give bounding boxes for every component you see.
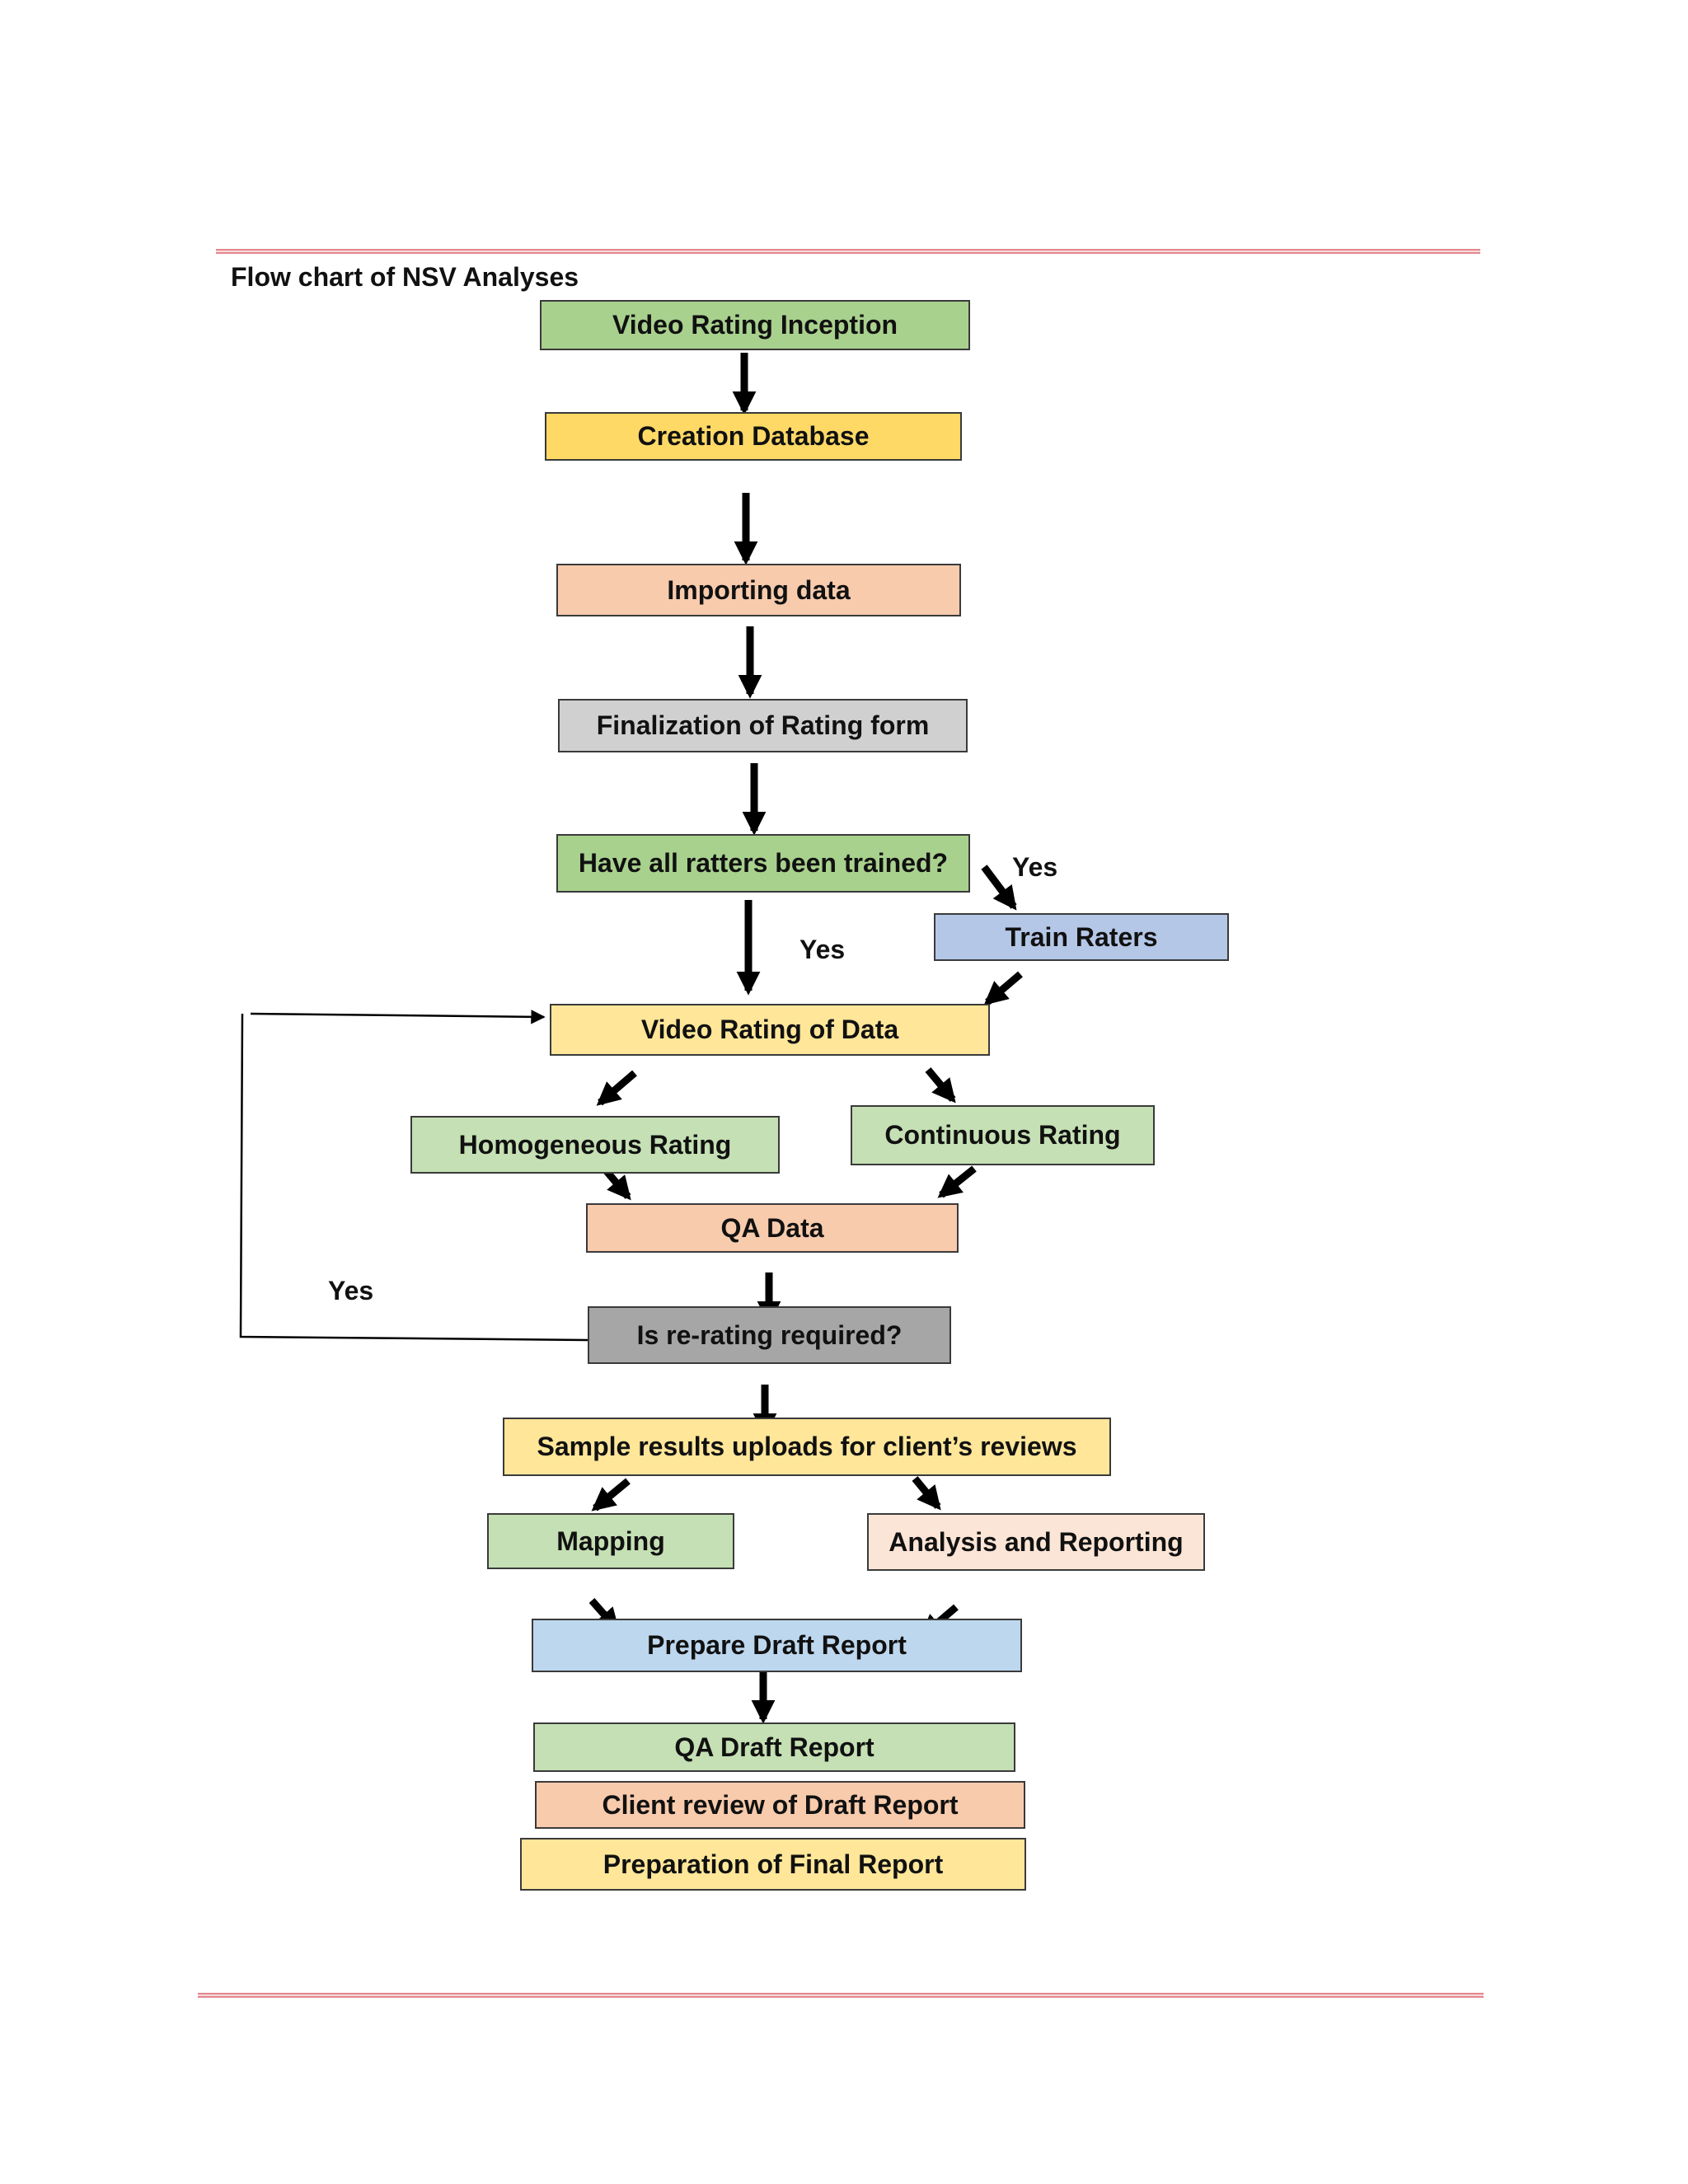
arrow-train-raters-video-rating [983, 971, 1023, 1005]
arrow-trained-train-raters [981, 865, 1017, 911]
qa-draft-report-box: QA Draft Report [533, 1722, 1015, 1772]
video-rating-inception-box: Video Rating Inception [540, 300, 970, 350]
arrow-video-rating-continuous [925, 1067, 956, 1104]
yes-label-train: Yes [1012, 852, 1058, 882]
mapping-box: Mapping [487, 1513, 734, 1569]
ratters-trained-box: Have all ratters been trained? [556, 834, 970, 893]
sample-results-box: Sample results uploads for client’s revi… [503, 1418, 1111, 1476]
prepare-draft-report-box: Prepare Draft Report [532, 1619, 1022, 1672]
client-review-box: Client review of Draft Report [535, 1781, 1025, 1829]
loop-line-rerating [239, 1013, 588, 1342]
bottom-rule [198, 1993, 1484, 1998]
homogeneous-rating-box: Homogeneous Rating [410, 1116, 780, 1174]
page-title: Flow chart of NSV Analyses [231, 262, 579, 292]
train-raters-box: Train Raters [934, 913, 1229, 961]
finalization-rating-form-box: Finalization of Rating form [558, 699, 968, 752]
continuous-rating-box: Continuous Rating [851, 1105, 1155, 1165]
creation-database-box: Creation Database [545, 412, 962, 461]
analysis-reporting-box: Analysis and Reporting [867, 1513, 1205, 1571]
rerating-required-box: Is re-rating required? [588, 1306, 951, 1364]
qa-data-box: QA Data [586, 1203, 959, 1253]
arrow-homogeneous-qa-data [603, 1168, 631, 1201]
loop-arrow-video-rating [250, 1010, 546, 1024]
arrow-continuous-qa-data [937, 1165, 977, 1198]
video-rating-data-box: Video Rating of Data [550, 1004, 990, 1056]
yes-label-trained: Yes [799, 935, 846, 964]
final-report-box: Preparation of Final Report [520, 1838, 1026, 1891]
importing-data-box: Importing data [556, 564, 961, 616]
yes-label-loop: Yes [328, 1276, 374, 1305]
arrow-sample-results-analysis [912, 1476, 941, 1511]
arrow-video-rating-homogeneous [596, 1070, 637, 1106]
top-rule [216, 249, 1480, 254]
arrow-sample-results-mapping [591, 1478, 631, 1511]
